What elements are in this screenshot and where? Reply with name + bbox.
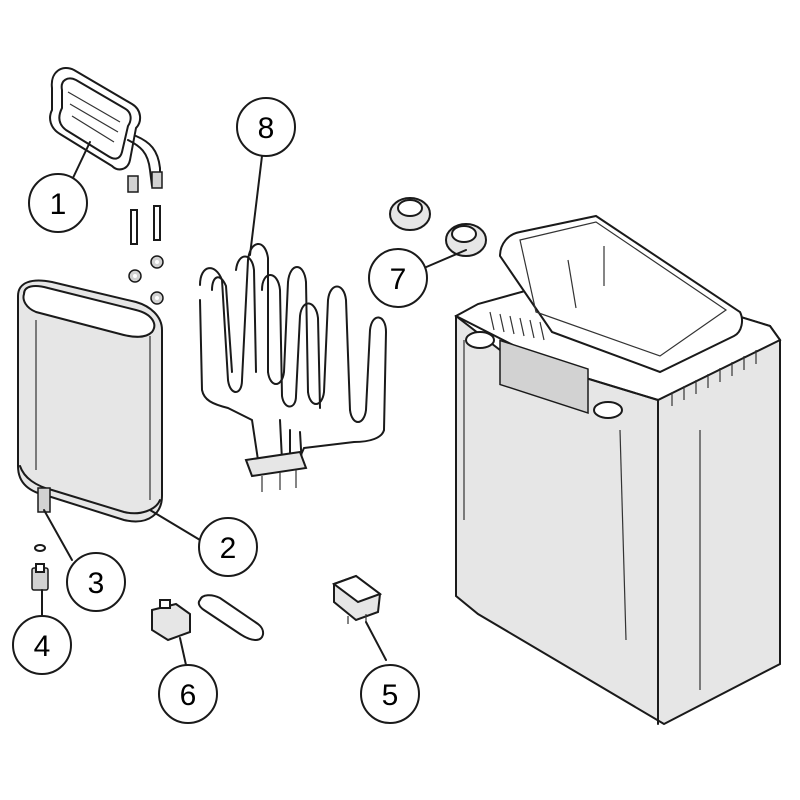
leader-8 bbox=[249, 155, 263, 256]
sauna-heater-body bbox=[454, 214, 782, 726]
callout-1: 1 bbox=[28, 173, 88, 233]
stone-caps-7 bbox=[389, 197, 487, 257]
heating-element-1 bbox=[49, 67, 163, 245]
leader-1 bbox=[71, 141, 91, 181]
leader-3 bbox=[43, 509, 73, 561]
callout-7-label: 7 bbox=[390, 263, 407, 296]
heating-element-8 bbox=[199, 243, 387, 492]
callout-7: 7 bbox=[368, 248, 428, 308]
callout-8: 8 bbox=[236, 97, 296, 157]
leader-7 bbox=[423, 249, 467, 269]
callout-3: 3 bbox=[66, 552, 126, 612]
callout-5-label: 5 bbox=[382, 679, 399, 712]
relay-5 bbox=[331, 574, 383, 624]
callout-3-label: 3 bbox=[88, 567, 105, 600]
callout-6: 6 bbox=[158, 664, 218, 724]
callout-2-label: 2 bbox=[220, 532, 237, 565]
callout-4-label: 4 bbox=[34, 630, 51, 663]
callout-4: 4 bbox=[12, 615, 72, 675]
leader-lines bbox=[41, 141, 467, 666]
callout-8-label: 8 bbox=[258, 112, 275, 145]
thermostat-6 bbox=[151, 594, 264, 642]
leader-6 bbox=[179, 637, 187, 666]
callout-1-label: 1 bbox=[50, 188, 67, 221]
fuse-4 bbox=[31, 563, 49, 591]
leader-5 bbox=[365, 621, 387, 661]
leader-2 bbox=[149, 509, 201, 541]
heater-mount-2 bbox=[17, 279, 163, 523]
callout-5: 5 bbox=[360, 664, 420, 724]
pipe-3 bbox=[34, 487, 51, 552]
callout-2: 2 bbox=[198, 517, 258, 577]
callout-6-label: 6 bbox=[180, 679, 197, 712]
